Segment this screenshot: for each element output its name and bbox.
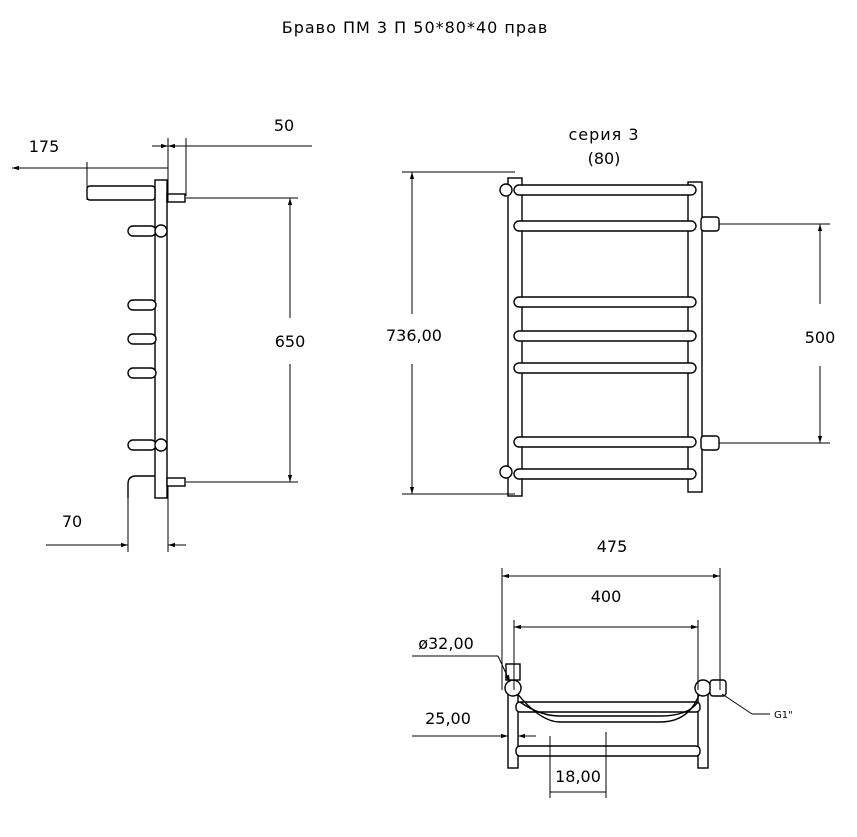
front-view: серия 3 (80) 736,00 500 bbox=[386, 125, 836, 497]
top-curved-rail-inner bbox=[519, 701, 699, 717]
top-rail-upper bbox=[515, 701, 701, 713]
side-bar bbox=[127, 225, 157, 237]
front-fitting-bottom bbox=[700, 435, 720, 451]
side-view: 175 50 650 70 bbox=[12, 116, 312, 552]
dim-label-500: 500 bbox=[805, 328, 836, 347]
series-sub-label: (80) bbox=[588, 149, 621, 168]
top-rail-lower bbox=[515, 745, 701, 757]
leader-line-diameter bbox=[497, 655, 511, 683]
leader-line-thread bbox=[721, 693, 753, 715]
side-bar bbox=[127, 439, 157, 451]
dim-label-736: 736,00 bbox=[386, 326, 442, 345]
front-rail bbox=[513, 362, 697, 374]
front-rail bbox=[513, 436, 697, 448]
dim-label-diameter: ø32,00 bbox=[418, 634, 474, 653]
dim-label-175: 175 bbox=[29, 137, 60, 156]
dim-label-18: 18,00 bbox=[555, 767, 601, 786]
top-cap-left bbox=[504, 679, 522, 697]
front-rail bbox=[513, 468, 697, 480]
side-top-rail bbox=[86, 185, 156, 201]
front-cap bbox=[499, 183, 513, 197]
front-rail bbox=[513, 220, 697, 232]
side-bar bbox=[127, 299, 157, 311]
side-bottom-bend bbox=[127, 475, 155, 498]
dim-label-25: 25,00 bbox=[425, 709, 471, 728]
dim-label-70: 70 bbox=[62, 512, 82, 531]
side-bar bbox=[127, 367, 157, 379]
front-rail bbox=[513, 330, 697, 342]
dim-label-50: 50 bbox=[274, 116, 294, 135]
top-cap-right bbox=[694, 679, 712, 697]
top-view: 475 400 ø32,00 25,00 18,00 G1" bbox=[412, 537, 793, 798]
top-fitting bbox=[709, 679, 727, 697]
dim-label-475: 475 bbox=[597, 537, 628, 556]
side-fitting-bottom bbox=[166, 477, 186, 487]
side-connector bbox=[154, 438, 168, 452]
front-fitting-top bbox=[700, 216, 720, 232]
side-fitting-top bbox=[166, 193, 186, 203]
side-connector bbox=[154, 224, 168, 238]
front-rail bbox=[513, 296, 697, 308]
drawing-title: Браво ПМ 3 П 50*80*40 прав bbox=[282, 18, 549, 37]
side-bar bbox=[127, 333, 157, 345]
front-cap bbox=[499, 465, 513, 479]
series-label: серия 3 bbox=[568, 125, 639, 144]
dim-label-400: 400 bbox=[591, 587, 622, 606]
dim-label-650: 650 bbox=[275, 332, 306, 351]
thread-label: G1" bbox=[774, 710, 793, 721]
front-rail bbox=[513, 184, 697, 196]
